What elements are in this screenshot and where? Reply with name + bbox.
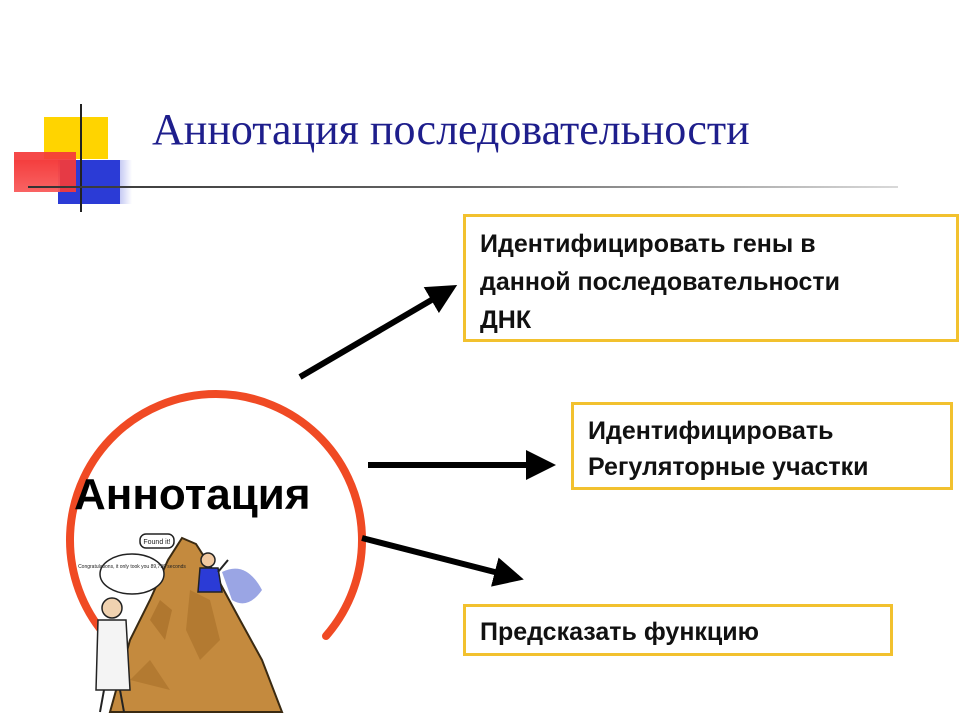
- scientist-illustration: [95, 597, 131, 713]
- speech-bubble-1: Found it!: [143, 539, 170, 546]
- climber-figure: [197, 552, 229, 593]
- center-label: Аннотация: [74, 470, 311, 519]
- page-title: Аннотация последовательности: [152, 105, 750, 154]
- target-line: ДНК: [480, 306, 532, 334]
- deco-vertical-line: [80, 104, 82, 212]
- mountain-illustration: Found it! Congratulations, it only took …: [78, 533, 284, 713]
- target-box-genes: Идентифицировать гены в данной последова…: [463, 214, 959, 342]
- target-box-function: Предсказать функцию: [463, 604, 893, 656]
- target-line: Предсказать функцию: [480, 618, 760, 646]
- target-line: Идентифицировать: [588, 417, 834, 445]
- target-line: данной последовательности: [480, 268, 840, 296]
- arrow-to-function: [361, 535, 524, 587]
- deco-blue-fade: [92, 160, 132, 204]
- speech-bubble-2: Congratulations, it only took you 89,790…: [78, 564, 186, 570]
- target-line: Регуляторные участки: [588, 453, 869, 481]
- target-box-regulatory: Идентифицировать Регуляторные участки: [571, 402, 953, 490]
- arrow-to-genes: [298, 284, 458, 380]
- target-line: Идентифицировать гены в: [480, 230, 816, 258]
- svg-text:Congratulations, it only took: Congratulations, it only took you 89,790…: [78, 564, 186, 570]
- title-underline: [28, 186, 898, 188]
